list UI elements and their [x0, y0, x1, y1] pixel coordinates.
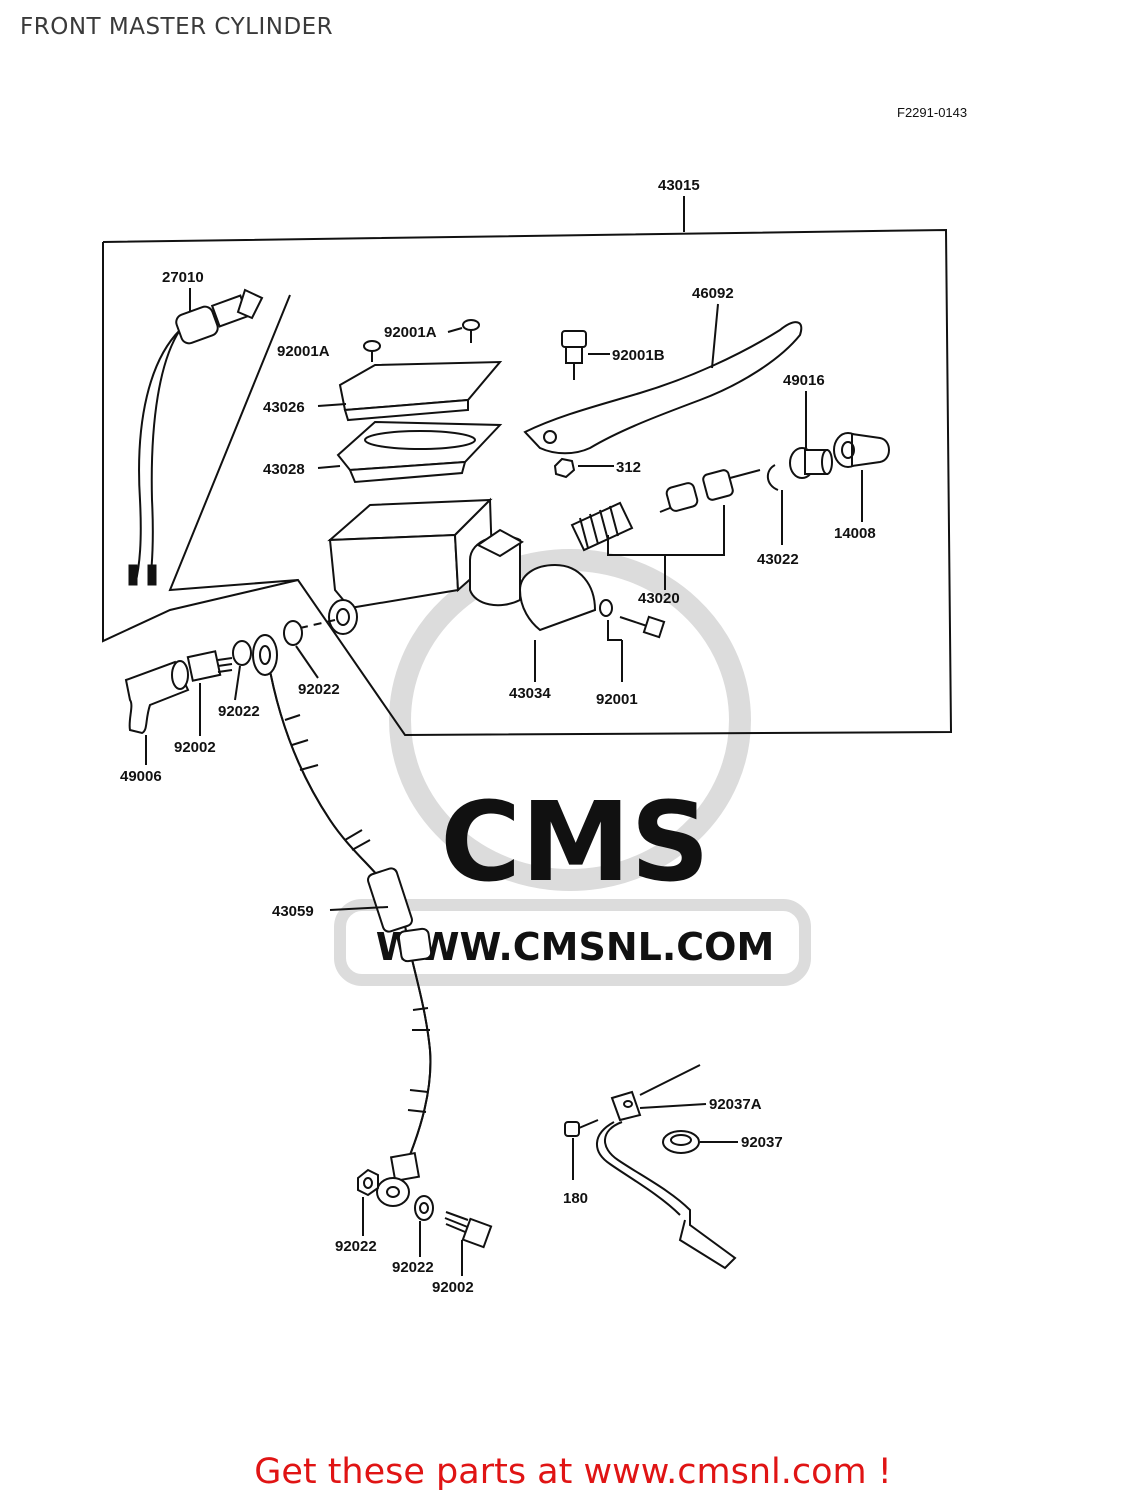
- upper-banjo-fittings: 92022 92022 92002: [174, 620, 340, 756]
- label-92022-c: 92022: [335, 1238, 377, 1255]
- piston-circlip: 43022: [757, 464, 799, 568]
- label-92001B: 92001B: [612, 347, 665, 364]
- label-43059: 43059: [272, 903, 314, 920]
- label-43026: 43026: [263, 399, 305, 416]
- hose-bracket: 92037A 92037 180: [563, 1064, 783, 1270]
- clamp-bolt: 92001: [596, 599, 666, 708]
- label-92002-a: 92002: [174, 739, 216, 756]
- lever-pivot-nut: 312: [553, 457, 641, 479]
- drawing-code: F2291-0143: [897, 105, 967, 120]
- label-92001A-b: 92001A: [384, 324, 437, 341]
- label-92022-a: 92022: [298, 681, 340, 698]
- label-43015: 43015: [658, 177, 700, 194]
- brake-light-switch: 27010: [128, 269, 299, 592]
- label-43022: 43022: [757, 551, 799, 568]
- page-title: FRONT MASTER CYLINDER: [20, 14, 334, 40]
- handlebar-clamp: 43034: [509, 563, 597, 702]
- label-46092: 46092: [692, 285, 734, 302]
- watermark-url: WWW.CMSNL.COM: [376, 925, 775, 969]
- label-14008: 14008: [834, 525, 876, 542]
- lever-pivot-bolt: 92001B: [561, 330, 665, 380]
- label-49006: 49006: [120, 768, 162, 785]
- reservoir-cap-screws: 92001A 92001A: [277, 319, 480, 362]
- dust-boot: 14008: [833, 432, 890, 542]
- reservoir-diaphragm: 43028: [263, 420, 503, 484]
- label-312: 312: [616, 459, 641, 476]
- brake-hose: 43059: [252, 634, 433, 1207]
- label-49016: 49016: [783, 372, 825, 389]
- label-92002-b: 92002: [432, 1279, 474, 1296]
- label-92001A-a: 92001A: [277, 343, 330, 360]
- label-92001: 92001: [596, 691, 638, 708]
- footer-cta[interactable]: Get these parts at www.cmsnl.com !: [254, 1452, 892, 1492]
- label-92022-d: 92022: [392, 1259, 434, 1276]
- label-92037A: 92037A: [709, 1096, 762, 1113]
- reservoir-cap: 43026: [263, 360, 503, 422]
- watermark-emblem: [389, 549, 751, 891]
- piston-washer: 49016: [783, 372, 833, 479]
- master-cylinder-body: [327, 497, 524, 635]
- label-43020: 43020: [638, 590, 680, 607]
- watermark: CMS WWW.CMSNL.COM: [334, 549, 811, 986]
- piston-assembly: 43020: [570, 469, 761, 607]
- lower-banjo-fittings: 92022 92022 92002: [335, 1168, 493, 1296]
- brake-lever: 46092: [523, 285, 803, 455]
- label-43034: 43034: [509, 685, 551, 702]
- watermark-banner: [334, 899, 811, 986]
- elbow-fitting: 49006: [120, 660, 190, 785]
- label-92037: 92037: [741, 1134, 783, 1151]
- label-43028: 43028: [263, 461, 305, 478]
- label-27010: 27010: [162, 269, 204, 286]
- label-92022-b: 92022: [218, 703, 260, 720]
- label-180: 180: [563, 1190, 588, 1207]
- watermark-brand: CMS: [440, 778, 709, 906]
- assembly-bracket: 43015: [102, 177, 953, 737]
